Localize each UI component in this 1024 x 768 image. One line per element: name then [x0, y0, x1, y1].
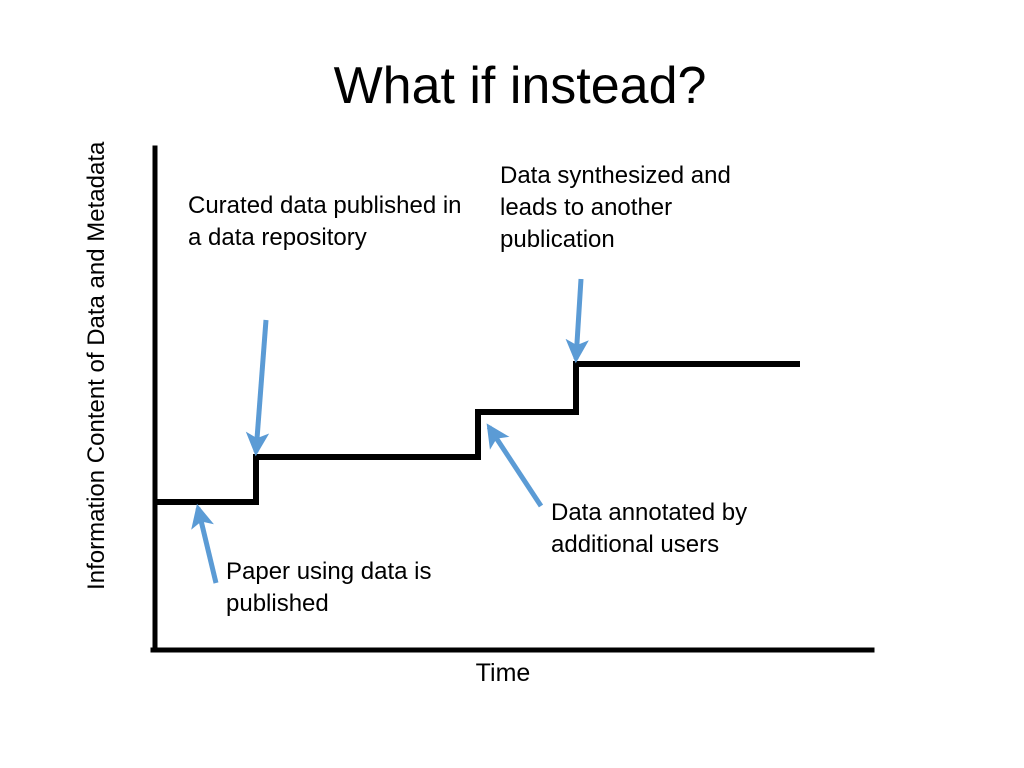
step-line	[155, 361, 800, 505]
annotation-paper-published: Paper using data is published	[226, 558, 432, 618]
arrow-data-annotated-icon	[486, 423, 544, 508]
page-title: What if instead?	[333, 57, 707, 115]
annotation-data-synthesized: Data synthesized and leads to another pu…	[500, 162, 731, 254]
arrow-paper-published-icon	[191, 503, 219, 584]
annotation-data-annotated: Data annotated by additional users	[551, 499, 748, 559]
chart-axes	[150, 145, 875, 653]
annotation-arrows	[191, 278, 589, 584]
annotation-curated-data: Curated data published in a data reposit…	[188, 192, 462, 252]
step-series	[155, 361, 800, 505]
arrow-data-synthesized-icon	[565, 278, 589, 364]
x-axis-title: Time	[475, 659, 531, 687]
arrow-curated-data-icon	[245, 319, 270, 457]
